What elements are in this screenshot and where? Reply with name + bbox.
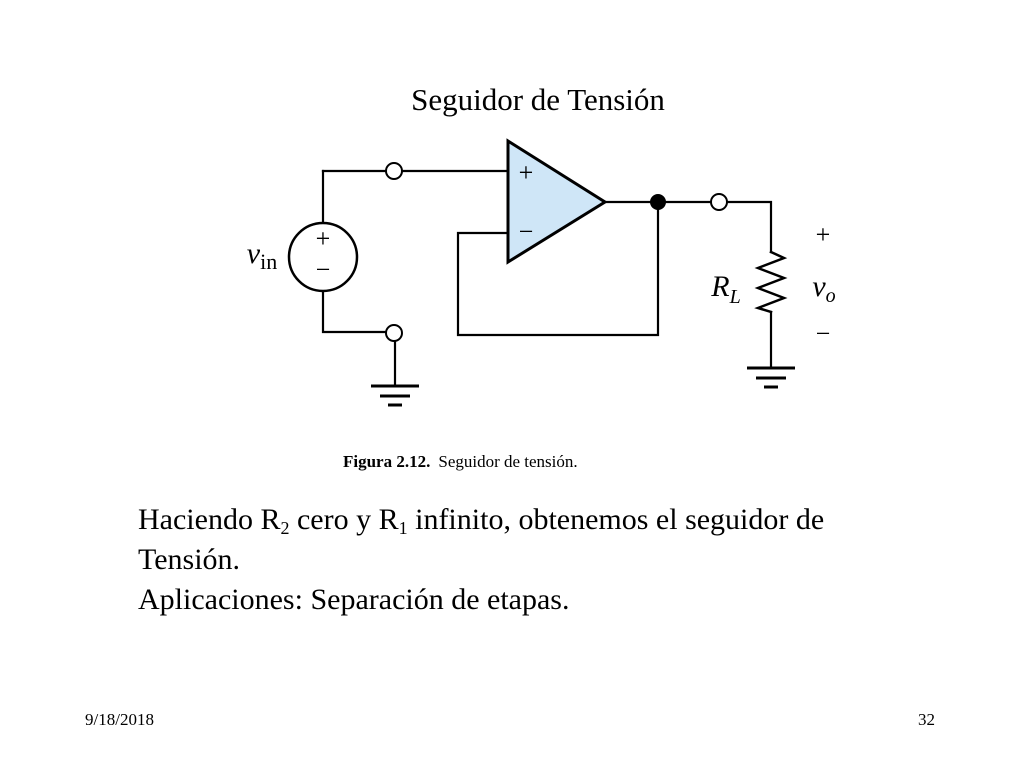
ground-right-icon: [747, 366, 795, 389]
input-terminal-top: [385, 162, 403, 180]
body-text: Haciendo R2 cero y R1 infinito, obtenemo…: [138, 500, 988, 620]
load-resistor-zigzag: [754, 250, 788, 314]
opamp-plus-sign: +: [519, 158, 534, 187]
voltage-source-icon: [287, 221, 359, 293]
page-number: 32: [918, 710, 935, 729]
source-plus-sign: +: [316, 224, 331, 253]
subscript-2: 2: [280, 518, 290, 538]
input-terminal-bottom: [385, 324, 403, 342]
source-minus-sign: −: [316, 255, 331, 284]
opamp-minus-sign: −: [519, 217, 534, 246]
resistor-label: RL: [710, 270, 740, 308]
feedback-wire: [456, 200, 660, 337]
opamp-triangle: [506, 138, 608, 265]
footer-date: 9/18/2018: [85, 710, 154, 729]
caption-label: Figura 2.12.: [343, 452, 431, 471]
body-line-3: Aplicaciones: Separación de etapas.: [138, 583, 570, 616]
body-line-1-part-c: cero y R: [289, 503, 399, 536]
source-label: vin: [247, 237, 277, 274]
ground-left-icon: [371, 384, 419, 407]
output-minus-sign: −: [816, 319, 831, 348]
output-plus-sign: +: [816, 220, 831, 249]
output-to-load-wire: [725, 200, 773, 254]
subscript-1: 1: [398, 518, 408, 538]
body-line-1-part-e: infinito, obtenemos el seguidor de: [407, 503, 825, 536]
body-line-1: Haciendo R2 cero y R1 infinito, obtenemo…: [138, 500, 988, 540]
caption-text: Seguidor de tensión.: [438, 452, 578, 471]
output-voltage-label: vo: [812, 270, 835, 307]
output-terminal: [710, 193, 728, 211]
figure-caption: Figura 2.12. Seguidor de tensión.: [343, 452, 578, 472]
output-junction-node: [650, 194, 666, 210]
input-bottom-wire: [321, 288, 388, 334]
voltage-follower-circuit: + − + − vin RL vo + −: [247, 138, 836, 407]
body-line-2: Tensión.: [138, 543, 241, 576]
body-line-1-part-a: Haciendo R: [138, 503, 281, 536]
slide-title: Seguidor de Tensión: [411, 82, 665, 117]
